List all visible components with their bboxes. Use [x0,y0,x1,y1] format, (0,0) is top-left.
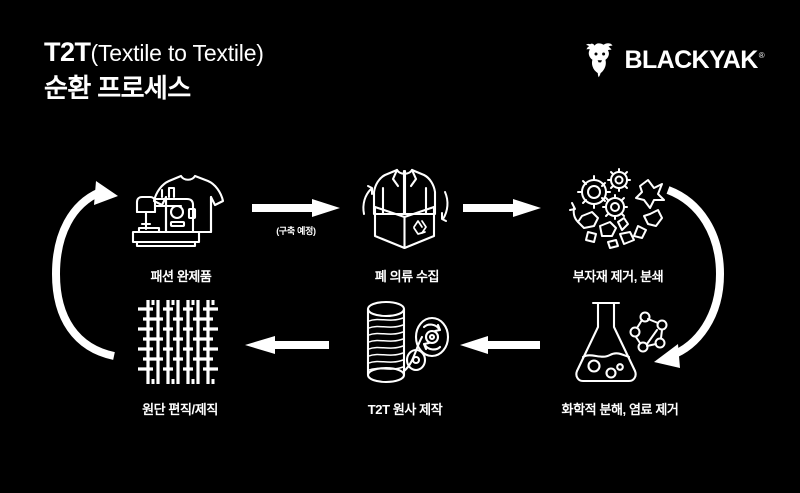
process-flow-diagram: 패션 완제품 (구축 예정) [0,130,800,493]
curved-arrow-shred-to-chemical [650,178,730,368]
logo-wordmark: BLACKYAK® [624,45,765,75]
process-step-label: 화학적 분해, 염료 제거 [561,402,679,417]
process-step-label: 패션 완제품 [150,269,212,284]
arrow-yarn-to-fabric [245,335,329,355]
process-step-chemical-decomposition[interactable]: 화학적 분해, 염료 제거 [545,295,695,418]
title-main: T2T [44,37,91,67]
process-step-fabric-knitting-weaving[interactable]: 원단 편직/제직 [105,295,255,418]
process-step-waste-collection[interactable]: 폐 의류 수집 [332,162,482,285]
gears-shredding-icon [543,162,693,254]
process-step-yarn-production[interactable]: T2T 원사 제작 [330,295,480,418]
process-step-trim-removal-shredding[interactable]: 부자재 제거, 분쇄 [543,162,693,285]
title-line-2: 순환 프로세스 [44,73,191,103]
arrow-collection-to-shredding [463,198,541,218]
flask-molecule-icon [545,295,695,387]
process-step-fashion-product[interactable]: 패션 완제품 [106,162,256,285]
curved-arrow-fabric-to-product [51,178,132,368]
registered-trademark-icon: ® [758,51,765,61]
brand-logo: BLACKYAK® [584,40,765,80]
arrow-note-planned: (구축 예정) [276,226,316,236]
thread-spool-icon [330,295,480,387]
arrow-chemical-to-yarn [460,335,540,355]
title-line-1: T2T(Textile to Textile) [44,36,264,69]
title-subtitle: (Textile to Textile) [90,40,264,66]
process-step-label: 폐 의류 수집 [374,269,440,284]
slide-header: T2T(Textile to Textile) 순환 프로세스 BLACKYAK… [0,0,800,130]
sewing-machine-sweater-icon [106,162,256,254]
woven-fabric-icon [105,295,255,387]
logo-wordmark-text: BLACKYAK [624,45,759,74]
arrow-product-to-collection [252,198,340,218]
process-step-label: 원단 편직/제직 [142,402,218,417]
yak-head-icon [584,41,618,79]
process-step-label: 부자재 제거, 분쇄 [572,269,664,284]
process-step-label: T2T 원사 제작 [367,402,443,417]
clothing-recycle-box-icon [332,162,482,254]
page-title: T2T(Textile to Textile) 순환 프로세스 [44,36,264,105]
